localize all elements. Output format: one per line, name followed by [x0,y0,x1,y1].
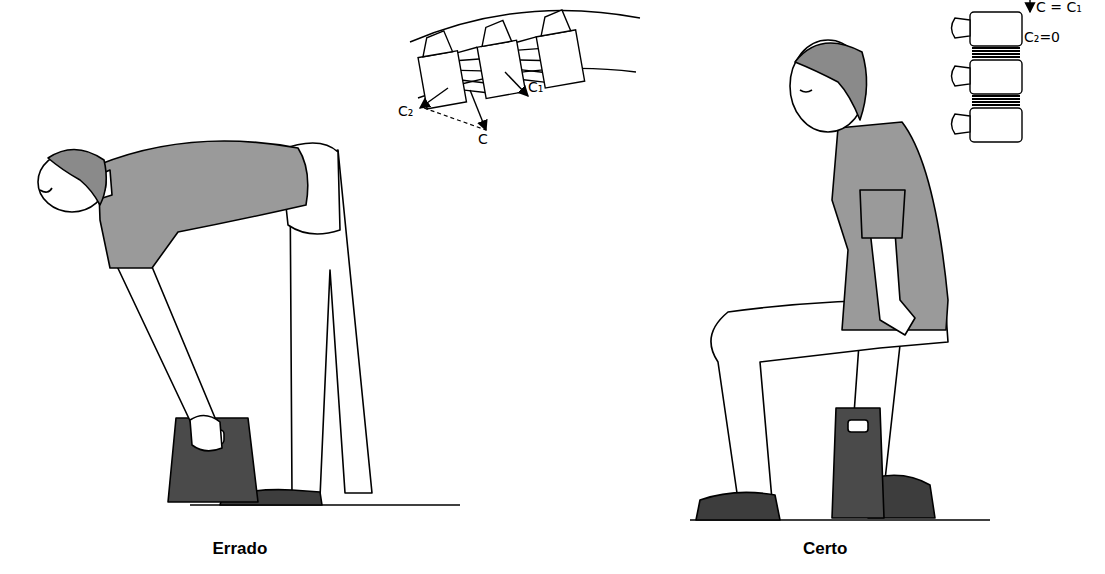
force-c-arrow [1029,0,1030,12]
force-label: C₂=0 [1024,30,1060,45]
vertebral-body [970,12,1022,46]
shirt [98,141,308,268]
spine-inset-bent [410,8,640,130]
box-handle [848,420,868,432]
dashed-resultant [424,108,486,130]
vertebral-body [970,60,1022,94]
force-label: C₂ [398,104,413,119]
bent-man [38,141,460,505]
eye [40,188,52,192]
head [790,40,866,132]
caption-label: Errado [213,540,268,559]
vertebral-body [536,30,584,88]
box [832,408,884,518]
vertebral-body [477,40,525,98]
force-c-arrow [470,90,486,130]
vertebrae-bent [414,8,584,109]
force-c2-arrow [420,88,448,108]
caption-label: Certo [803,540,847,559]
hair [48,149,106,205]
squatting-man [690,40,990,520]
vertebral-process [952,18,971,134]
eye [800,90,812,92]
vertebral-process [419,9,571,57]
hair [795,43,867,120]
sleeve [860,190,905,238]
force-label: C = C₁ [1036,0,1082,15]
shoe [696,492,780,520]
arm [115,262,218,425]
disc-fibres [517,37,545,86]
disc-fibres [457,47,485,96]
vertebral-body [418,51,466,109]
arm [870,230,915,335]
spine-inset-upright [952,0,1031,142]
hand [190,415,222,450]
force-c1-arrow [505,72,528,96]
force-label: C₁ [528,80,543,95]
vertebral-body [970,108,1022,142]
disc-lines [972,48,1020,105]
force-label: C [478,132,488,147]
